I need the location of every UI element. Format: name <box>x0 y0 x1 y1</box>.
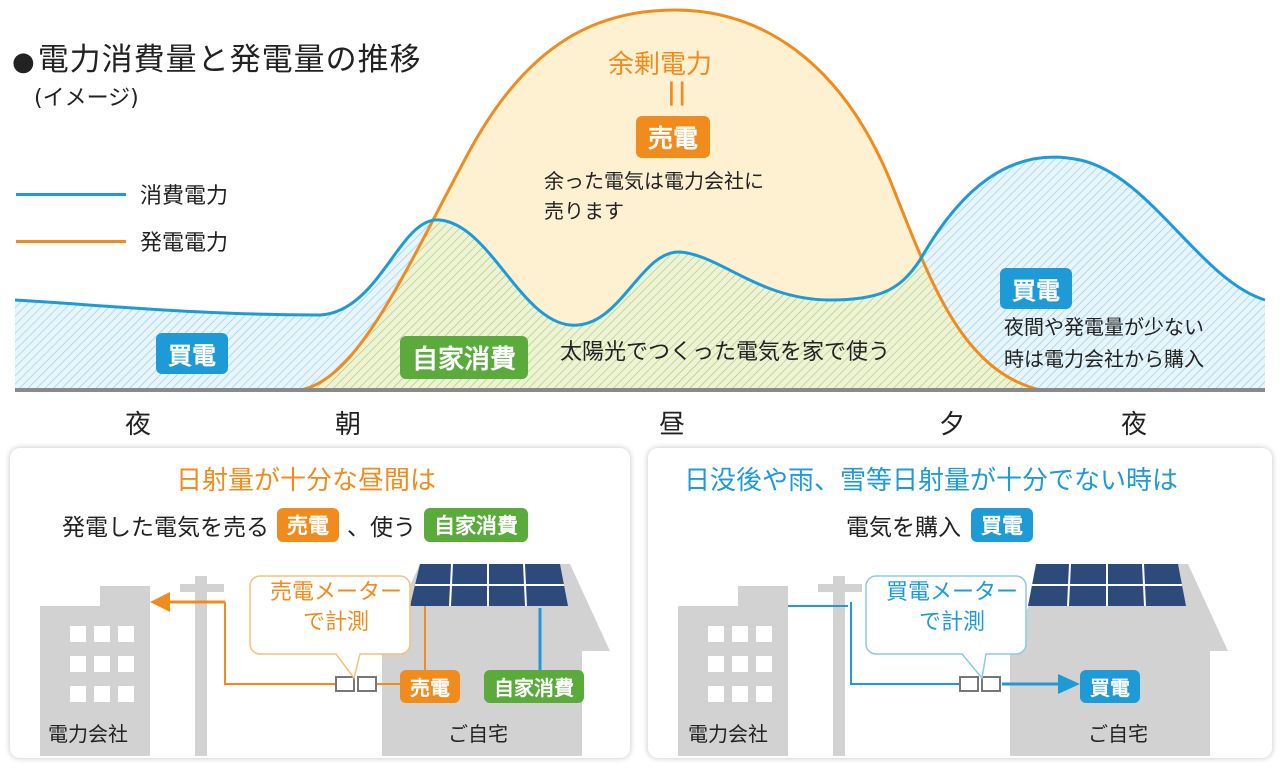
night-callout-line2: で計測 <box>918 610 985 635</box>
night-buy-badge: 買電 <box>971 508 1033 542</box>
daytime-callout-line2: で計測 <box>302 610 369 635</box>
solar-panel-icon <box>1028 563 1186 607</box>
surplus-label: 余剰電力 <box>608 50 713 80</box>
legend-consumption-label: 消費電力 <box>140 184 229 209</box>
callout-bubble-icon <box>865 575 1027 680</box>
buy-badge-left: 買電 <box>156 333 228 374</box>
power-company-building-icon <box>678 586 788 756</box>
legend-generation-swatch <box>16 239 126 243</box>
daytime-home-label: ご自宅 <box>448 722 508 746</box>
meter-icon <box>959 676 1001 692</box>
buy-badge-right: 買電 <box>1000 268 1072 309</box>
daytime-description-middle: 、使う <box>347 515 416 541</box>
sell-arrow-icon <box>150 592 340 685</box>
legend-consumption-swatch <box>16 192 126 196</box>
meter-buy-badge: 買電 <box>1080 670 1140 703</box>
daytime-description: 発電した電気を売る 売電 、使う 自家消費 <box>62 508 528 542</box>
meter-icon <box>335 676 377 692</box>
daytime-panel: 日射量が十分な昼間は 発電した電気を売る 売電 、使う 自家消費 <box>10 448 630 758</box>
daytime-callout: 売電メーター で計測 <box>246 578 426 638</box>
sell-description-line2: 売ります <box>544 199 624 223</box>
chart-title: ●電力消費量と発電量の推移 <box>12 34 422 79</box>
time-label-night-start: 夜 <box>124 410 152 440</box>
buy-description-line2: 時は電力会社から購入 <box>1004 347 1204 371</box>
generation-line <box>299 8 1041 392</box>
buy-arrow-icon <box>1002 674 1080 694</box>
utility-pole-icon <box>180 576 224 756</box>
time-label-night-end: 夜 <box>1120 410 1148 440</box>
night-callout-line1: 買電メーター <box>885 580 1018 605</box>
night-heading: 日没後や雨、雪等日射量が十分でない時は <box>684 466 1179 496</box>
solar-panel-icon <box>410 563 568 607</box>
power-company-building-icon <box>40 586 150 756</box>
title-bullet: ● <box>12 47 36 77</box>
daytime-description-prefix: 発電した電気を売る <box>62 515 269 541</box>
utility-pole-icon <box>818 576 862 756</box>
self-consumption-badge: 自家消費 <box>400 336 529 379</box>
callout-bubble-icon <box>249 575 411 680</box>
meter-self-badge: 自家消費 <box>484 670 584 703</box>
night-description: 電気を購入 買電 <box>846 508 1033 542</box>
equals-sign: || <box>667 78 689 106</box>
sell-badge: 売電 <box>636 116 711 158</box>
daytime-sell-badge: 売電 <box>277 508 339 542</box>
night-panel: 日没後や雨、雪等日射量が十分でない時は 電気を購入 買電 <box>648 448 1272 758</box>
time-label-morning: 朝 <box>334 410 362 440</box>
consumption-line <box>14 155 1266 327</box>
night-description-prefix: 電気を購入 <box>846 515 961 541</box>
night-illustration <box>678 563 1228 756</box>
time-label-noon: 昼 <box>658 410 686 440</box>
daytime-heading: 日射量が十分な昼間は <box>176 466 437 496</box>
time-label-evening: 夕 <box>938 410 966 440</box>
sell-description-line1: 余った電気は電力会社に <box>544 169 764 193</box>
daytime-company-label: 電力会社 <box>48 722 128 746</box>
buy-description-line1: 夜間や発電量が少ない <box>1004 315 1204 339</box>
night-callout: 買電メーター で計測 <box>862 578 1042 638</box>
legend-generation-label: 発電電力 <box>140 231 229 256</box>
power-chart <box>14 8 1266 392</box>
daytime-callout-line1: 売電メーター <box>269 580 402 605</box>
meter-sell-badge: 売電 <box>400 670 460 703</box>
self-consumption-description: 太陽光でつくった電気を家で使う <box>560 340 891 365</box>
night-home-label: ご自宅 <box>1088 722 1148 746</box>
daytime-self-badge: 自家消費 <box>424 508 528 542</box>
chart-title-text: 電力消費量と発電量の推移 <box>37 42 422 78</box>
buy-wire <box>788 602 960 685</box>
time-axis <box>15 388 1265 392</box>
legend-consumption: 消費電力 <box>16 178 228 210</box>
chart-subtitle: (イメージ) <box>34 86 139 111</box>
night-company-label: 電力会社 <box>688 722 768 746</box>
legend-generation: 発電電力 <box>16 225 228 257</box>
